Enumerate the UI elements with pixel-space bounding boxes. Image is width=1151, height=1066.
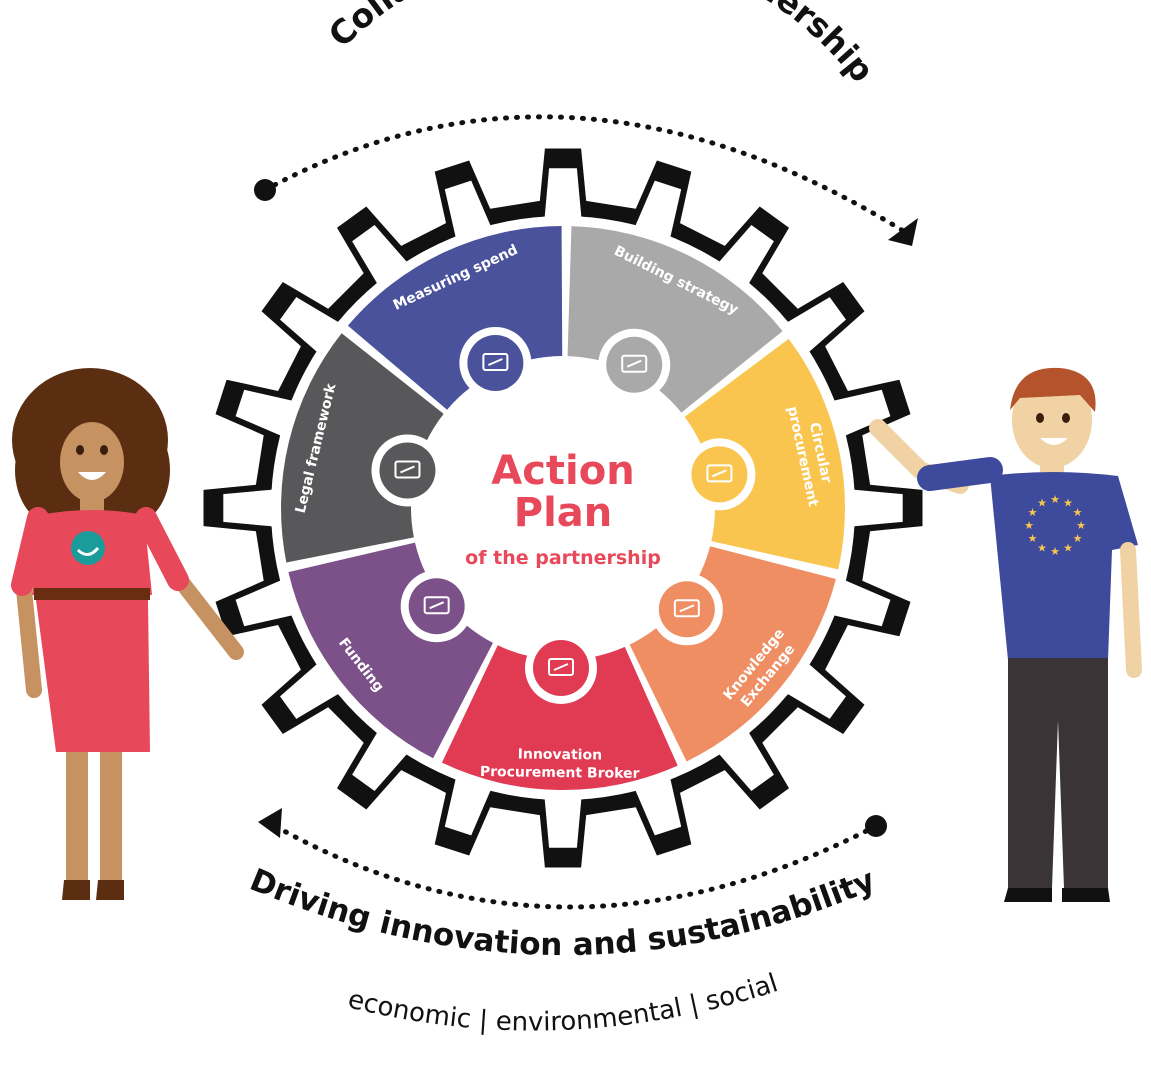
woman-figure	[11, 368, 244, 900]
man-figure: ★★★★★★★★★★★★	[869, 367, 1142, 902]
star-icon: ★	[1073, 506, 1083, 519]
arrow-head-icon	[258, 808, 282, 838]
star-icon: ★	[1037, 542, 1047, 555]
start-dot-icon	[865, 815, 887, 837]
star-icon: ★	[1028, 532, 1038, 545]
segment-broker-shape	[441, 645, 678, 790]
bottom-arc-subtitle: economic | environmental | social	[345, 968, 782, 1037]
presentation-cycle-icon	[683, 438, 756, 511]
star-icon: ★	[1037, 497, 1047, 510]
center-title-line2: Plan	[514, 490, 613, 536]
center-label: Action Plan of the partnership	[465, 448, 661, 569]
handshake-icon	[525, 631, 598, 704]
segment-knowledge-shape	[629, 546, 836, 762]
badge-icon	[71, 531, 105, 565]
star-icon: ★	[1076, 519, 1086, 532]
segment-funding: Funding	[288, 542, 493, 759]
star-icon: ★	[1024, 519, 1034, 532]
bottom-arc-connector	[258, 808, 887, 910]
center-subtitle: of the partnership	[465, 547, 661, 569]
arrow-head-icon	[888, 218, 918, 246]
star-icon: ★	[1063, 542, 1073, 555]
center-title-line1: Action	[491, 448, 634, 494]
network-hub-icon	[650, 573, 723, 646]
bottom-arc-title: Driving innovation and sustainability	[245, 862, 880, 963]
star-icon: ★	[1050, 493, 1060, 506]
top-arc-connector	[254, 114, 918, 246]
segment-broker-label-1: Innovation	[518, 746, 603, 763]
star-icon: ★	[1028, 506, 1038, 519]
segment-circular-shape	[684, 338, 846, 570]
star-icon: ★	[1073, 532, 1083, 545]
money-bag-icon	[400, 570, 473, 643]
segment-funding-shape	[288, 542, 493, 759]
segment-broker-label-2: Procurement Broker	[480, 764, 640, 782]
star-icon: ★	[1063, 497, 1073, 510]
eu-stars-icon: ★★★★★★★★★★★★	[1024, 493, 1086, 558]
start-dot-icon	[254, 179, 276, 201]
law-book-icon	[371, 434, 444, 507]
star-icon: ★	[1050, 545, 1060, 558]
laptop-chart-icon	[459, 326, 532, 399]
segment-legal: Legal framework	[280, 333, 444, 563]
top-arc-title: Collaboration in EU Partnership	[321, 0, 882, 89]
strategy-team-icon	[598, 328, 671, 401]
